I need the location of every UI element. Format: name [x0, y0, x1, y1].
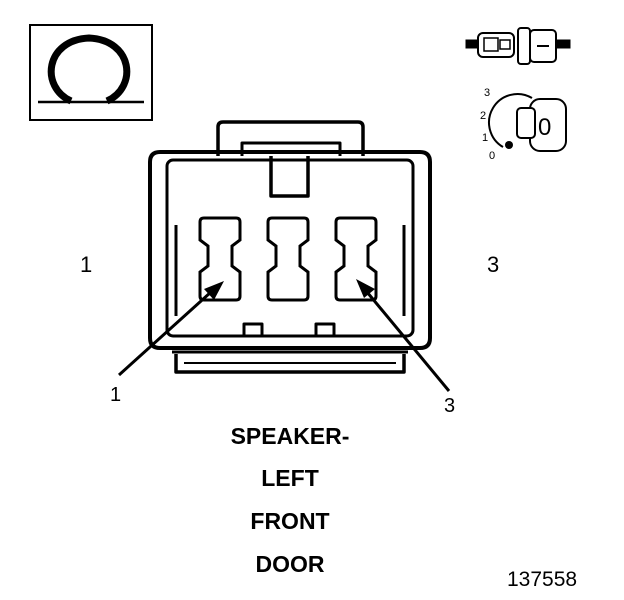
- arrow-label-1: 1: [110, 384, 122, 406]
- ohmmeter-icon: [29, 24, 153, 121]
- key-position-0: 0: [489, 150, 496, 162]
- key-position-3: 3: [484, 87, 491, 99]
- terminal-cavity-1: [198, 216, 242, 302]
- pin-label-left: 1: [80, 252, 93, 277]
- key-position-1: 1: [482, 132, 489, 144]
- key-position-2: 2: [480, 110, 487, 122]
- connector-icon: [465, 27, 571, 65]
- arrow-to-pin-1: [117, 281, 224, 377]
- title-line-4: DOOR: [255, 551, 325, 577]
- arrow-to-pin-3: [356, 279, 451, 392]
- title-line-3: FRONT: [250, 508, 330, 534]
- ignition-key-icon: [488, 93, 567, 152]
- title-line-1: SPEAKER-: [230, 423, 350, 449]
- pin-label-right: 3: [487, 252, 500, 277]
- figure-number: 137558: [507, 568, 578, 591]
- title-line-2: LEFT: [261, 465, 319, 491]
- terminal-cavity-2: [266, 216, 310, 302]
- arrow-label-3: 3: [444, 395, 456, 417]
- key-label: 0: [538, 114, 552, 141]
- speaker-connector-face: [148, 120, 432, 374]
